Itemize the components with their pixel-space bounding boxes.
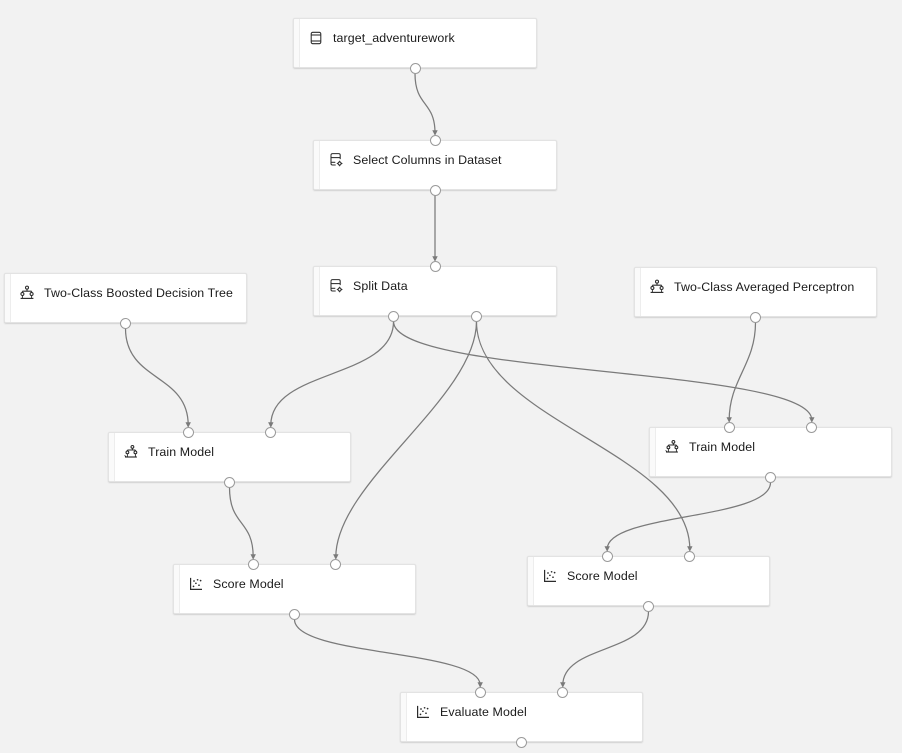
pipeline-node-select_columns[interactable]: Select Columns in Dataset xyxy=(313,140,557,190)
pipeline-node-evaluate_model[interactable]: Evaluate Model xyxy=(400,692,643,742)
output-port-split_data-0[interactable] xyxy=(388,310,400,322)
pipeline-node-split_data[interactable]: Split Data xyxy=(313,266,557,316)
input-port-select_columns-0[interactable] xyxy=(429,134,441,146)
pipeline-edge-boosted_decision_tree-to-train_model_left[interactable] xyxy=(124,328,191,428)
node-label: Two-Class Boosted Decision Tree xyxy=(44,286,234,300)
node-accent-bar xyxy=(650,428,656,476)
node-accent-bar xyxy=(635,268,641,316)
pipeline-node-averaged_perceptron[interactable]: Two-Class Averaged Perceptron xyxy=(634,267,877,317)
node-label: Score Model xyxy=(567,569,638,583)
pipeline-edge-score_model_left-to-evaluate_model[interactable] xyxy=(293,619,483,688)
pipeline-node-score_model_right[interactable]: Score Model xyxy=(527,556,770,606)
output-port-target_adventurework-0[interactable] xyxy=(409,62,421,74)
dataset-settings-icon xyxy=(328,152,344,168)
pipeline-edge-split_data-to-train_model_left[interactable] xyxy=(268,321,395,428)
node-label: target_adventurework xyxy=(333,31,455,45)
node-accent-bar xyxy=(401,693,407,741)
output-port-select_columns-0[interactable] xyxy=(429,184,441,196)
input-port-split_data-0[interactable] xyxy=(429,260,441,272)
pipeline-node-target_adventurework[interactable]: target_adventurework xyxy=(293,18,537,68)
node-accent-bar xyxy=(314,141,320,189)
input-port-train_model_left-1[interactable] xyxy=(265,426,277,438)
score-model-icon xyxy=(542,568,558,584)
train-model-icon xyxy=(123,444,139,460)
dataset-icon xyxy=(308,30,324,46)
pipeline-node-boosted_decision_tree[interactable]: Two-Class Boosted Decision Tree xyxy=(4,273,247,323)
input-port-evaluate_model-1[interactable] xyxy=(557,686,569,698)
pipeline-edge-train_model_left-to-score_model_left[interactable] xyxy=(228,487,256,560)
node-label: Two-Class Averaged Perceptron xyxy=(674,280,855,294)
output-port-score_model_right-0[interactable] xyxy=(643,600,654,612)
pipeline-edge-target_adventurework-to-select_columns[interactable] xyxy=(414,73,438,136)
output-port-train_model_right-0[interactable] xyxy=(765,471,776,483)
output-port-score_model_left-0[interactable] xyxy=(289,608,300,620)
node-accent-bar xyxy=(109,433,115,481)
algorithm-tree-icon xyxy=(19,285,35,301)
input-port-score_model_right-1[interactable] xyxy=(684,550,696,562)
pipeline-edge-split_data-to-train_model_right[interactable] xyxy=(392,321,815,423)
node-label: Split Data xyxy=(353,279,408,293)
node-accent-bar xyxy=(294,19,300,67)
pipeline-edge-train_model_right-to-score_model_right[interactable] xyxy=(604,482,772,552)
input-port-train_model_right-1[interactable] xyxy=(806,421,818,433)
input-port-score_model_left-1[interactable] xyxy=(330,558,342,570)
input-port-train_model_right-0[interactable] xyxy=(723,421,735,433)
node-accent-bar xyxy=(5,274,11,322)
pipeline-edge-averaged_perceptron-to-train_model_right[interactable] xyxy=(726,322,757,423)
score-model-icon xyxy=(415,704,431,720)
node-accent-bar xyxy=(314,267,320,315)
output-port-evaluate_model-0[interactable] xyxy=(516,736,527,748)
output-port-train_model_left-0[interactable] xyxy=(224,476,235,488)
train-model-icon xyxy=(664,439,680,455)
output-port-averaged_perceptron-0[interactable] xyxy=(750,311,761,323)
pipeline-edge-split_data-to-score_model_left[interactable] xyxy=(333,321,478,560)
node-label: Train Model xyxy=(148,445,215,459)
algorithm-tree-icon xyxy=(649,279,665,295)
pipeline-node-train_model_left[interactable]: Train Model xyxy=(108,432,351,482)
node-label: Select Columns in Dataset xyxy=(353,153,502,167)
output-port-split_data-1[interactable] xyxy=(470,310,482,322)
input-port-score_model_right-0[interactable] xyxy=(601,550,613,562)
input-port-evaluate_model-0[interactable] xyxy=(474,686,486,698)
node-accent-bar xyxy=(528,557,534,605)
node-label: Score Model xyxy=(213,577,284,591)
score-model-icon xyxy=(188,576,204,592)
node-accent-bar xyxy=(174,565,180,613)
node-label: Train Model xyxy=(689,440,756,454)
dataset-settings-icon xyxy=(328,278,344,294)
input-port-score_model_left-0[interactable] xyxy=(247,558,259,570)
pipeline-node-train_model_right[interactable]: Train Model xyxy=(649,427,892,477)
node-label: Evaluate Model xyxy=(440,705,527,719)
output-port-boosted_decision_tree-0[interactable] xyxy=(120,317,131,329)
pipeline-node-score_model_left[interactable]: Score Model xyxy=(173,564,416,614)
input-port-train_model_left-0[interactable] xyxy=(182,426,194,438)
pipeline-edge-score_model_right-to-evaluate_model[interactable] xyxy=(560,611,650,688)
